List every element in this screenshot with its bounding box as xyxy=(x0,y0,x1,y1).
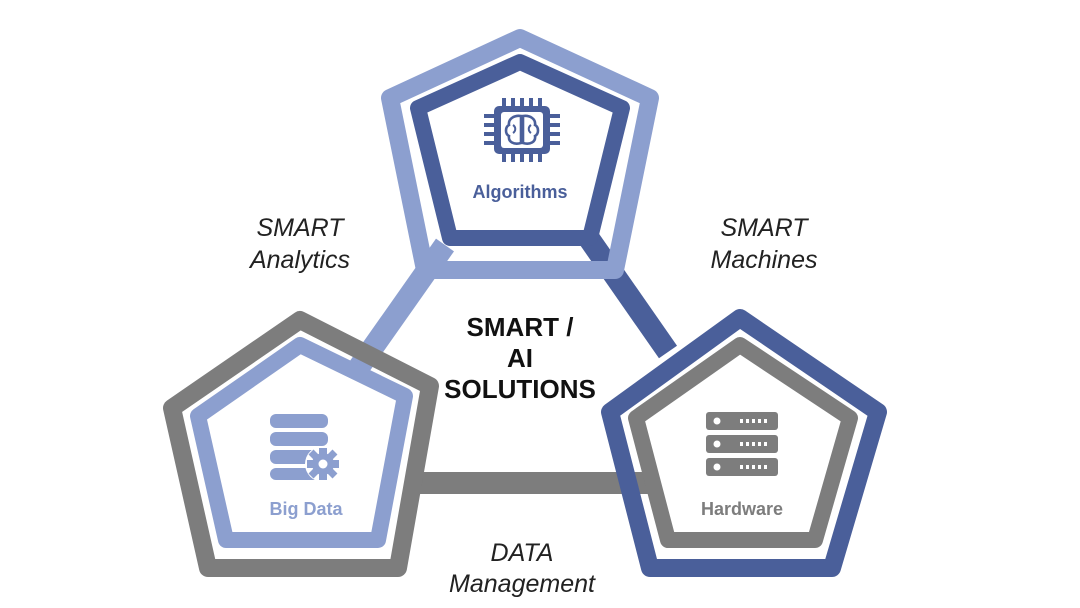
node-algorithms: Algorithms xyxy=(381,29,659,279)
ai-chip-brain-icon xyxy=(484,98,560,162)
big-data-label: Big Data xyxy=(269,499,343,519)
center-title-line-3: SOLUTIONS xyxy=(444,374,596,404)
database-gear-icon xyxy=(270,414,341,482)
node-big-data: Big Data xyxy=(163,311,439,577)
hardware-outer-ring xyxy=(601,309,887,577)
edge-label-analytics: SMART Analytics xyxy=(248,214,350,274)
server-rack-icon xyxy=(706,412,778,476)
algorithms-outer-ring xyxy=(381,29,659,279)
edge-label-data-management-line-1: DATA xyxy=(491,539,554,567)
center-title: SMART / AI SOLUTIONS xyxy=(444,312,596,404)
algorithms-label: Algorithms xyxy=(472,182,567,202)
center-title-line-1: SMART / xyxy=(467,312,574,342)
edge-label-data-management-line-2: Management xyxy=(449,570,596,598)
edge-label-analytics-line-2: Analytics xyxy=(248,246,350,274)
connector-machines xyxy=(573,223,678,359)
edge-label-machines-line-1: SMART xyxy=(720,214,809,242)
edge-label-machines-line-2: Machines xyxy=(711,246,818,274)
node-hardware: Hardware xyxy=(601,309,887,577)
edge-label-machines: SMART Machines xyxy=(711,214,818,274)
center-title-line-2: AI xyxy=(507,343,533,373)
edge-label-data-management: DATA Management xyxy=(449,539,596,598)
big-data-outer-ring xyxy=(163,311,439,577)
hardware-label: Hardware xyxy=(701,499,783,519)
edge-label-analytics-line-1: SMART xyxy=(256,214,345,242)
